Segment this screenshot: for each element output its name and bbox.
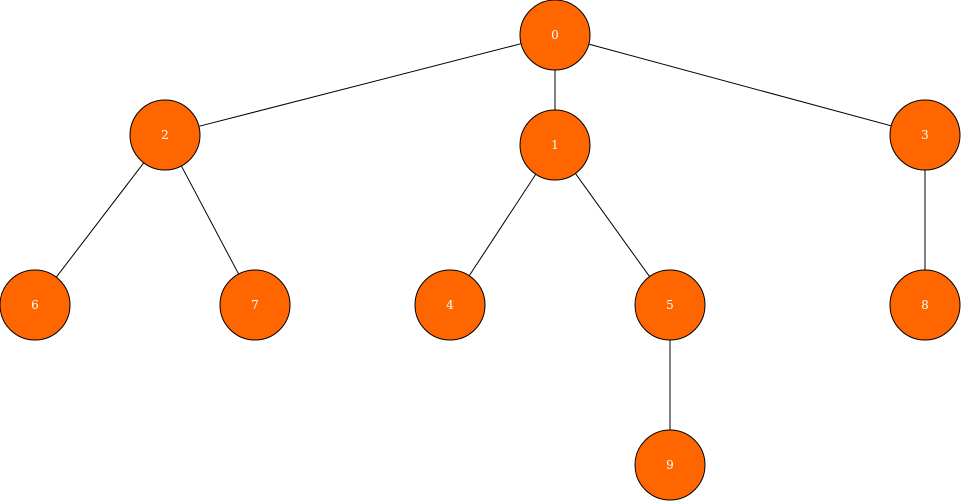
- node-5: 5: [634, 269, 706, 341]
- node-3: 3: [889, 99, 961, 171]
- edge-1-5: [575, 173, 650, 277]
- node-circle: [519, 0, 591, 71]
- node-label: 0: [551, 28, 559, 42]
- node-circle: [889, 269, 961, 341]
- node-circle: [634, 269, 706, 341]
- node-label: 4: [446, 298, 454, 312]
- edge-2-7: [180, 165, 240, 275]
- node-circle: [129, 99, 201, 171]
- node-circle: [219, 269, 291, 341]
- edge-0-2: [198, 43, 522, 127]
- node-circle: [634, 429, 706, 501]
- edges-layer: [55, 43, 926, 430]
- edge-1-4: [468, 173, 537, 277]
- edge-2-6: [55, 162, 145, 278]
- node-8: 8: [889, 269, 961, 341]
- node-circle: [414, 269, 486, 341]
- node-6: 6: [0, 269, 71, 341]
- node-4: 4: [414, 269, 486, 341]
- node-label: 2: [161, 128, 169, 142]
- edge-0-3: [588, 43, 892, 127]
- node-label: 9: [666, 458, 674, 472]
- node-circle: [889, 99, 961, 171]
- node-circle: [519, 109, 591, 181]
- node-9: 9: [634, 429, 706, 501]
- node-label: 3: [921, 128, 929, 142]
- node-2: 2: [129, 99, 201, 171]
- node-0: 0: [519, 0, 591, 71]
- node-label: 6: [31, 298, 39, 312]
- node-label: 8: [921, 298, 929, 312]
- node-label: 7: [251, 298, 259, 312]
- node-1: 1: [519, 109, 591, 181]
- node-circle: [0, 269, 71, 341]
- node-label: 1: [551, 138, 559, 152]
- node-7: 7: [219, 269, 291, 341]
- node-label: 5: [666, 298, 674, 312]
